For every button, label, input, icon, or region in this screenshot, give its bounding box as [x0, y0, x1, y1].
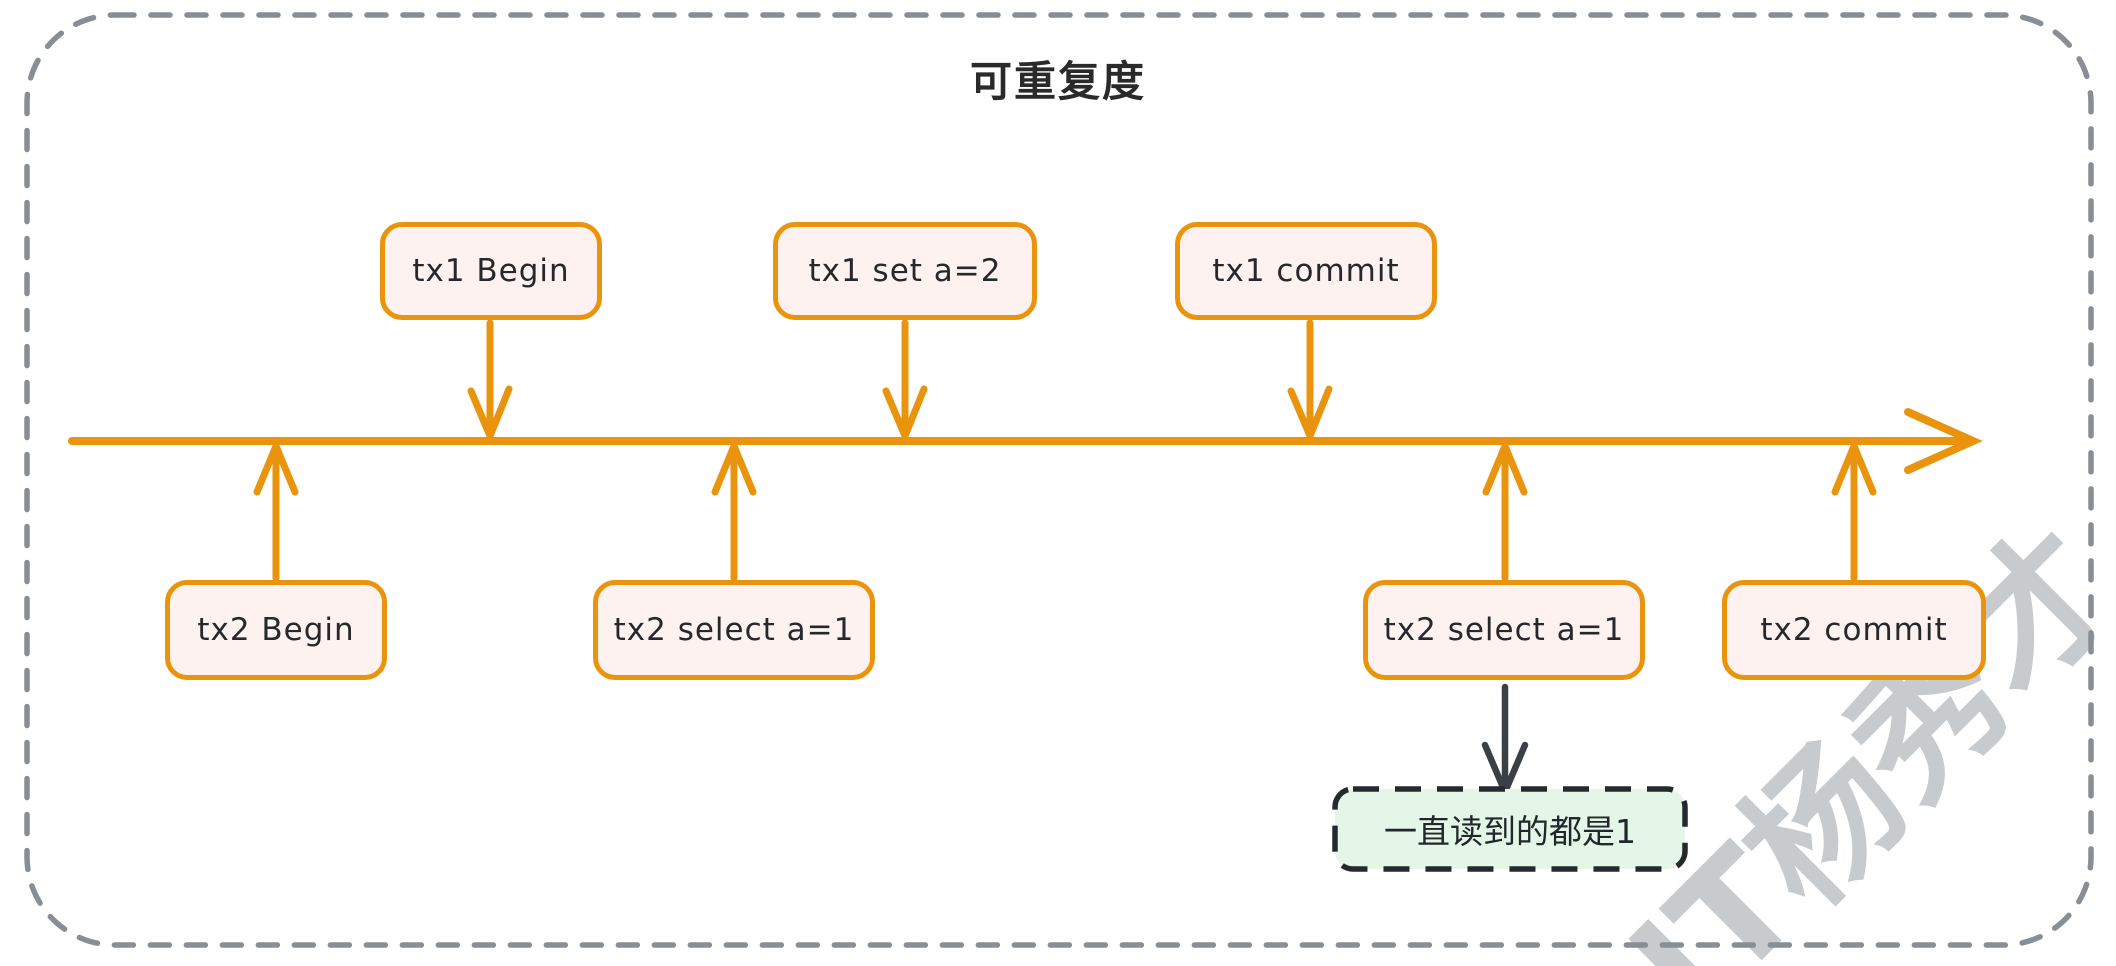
- event-box-tx2-begin: tx2 Begin: [165, 580, 387, 680]
- tx1-arrows: [467, 319, 1333, 446]
- event-box-tx2-commit: tx2 commit: [1722, 580, 1986, 680]
- event-box-tx2-select-2: tx2 select a=1: [1363, 580, 1645, 680]
- diagram-title: 可重复度: [969, 57, 1146, 106]
- timeline-arrowhead: [1904, 408, 1983, 474]
- event-box-tx1-commit: tx1 commit: [1175, 222, 1437, 320]
- event-box-tx1-set: tx1 set a=2: [773, 222, 1037, 320]
- outer-dashed-border: [24, 12, 2094, 948]
- annotation-box: [1332, 786, 1688, 872]
- event-box-tx1-begin: tx1 Begin: [380, 222, 602, 320]
- timeline-axis: [68, 408, 1983, 474]
- event-box-tx2-select-1: tx2 select a=1: [593, 580, 875, 680]
- tx2-arrows: [253, 436, 1877, 582]
- annotation-arrow: [1481, 683, 1529, 801]
- annotation-text: 一直读到的都是1: [1384, 812, 1636, 851]
